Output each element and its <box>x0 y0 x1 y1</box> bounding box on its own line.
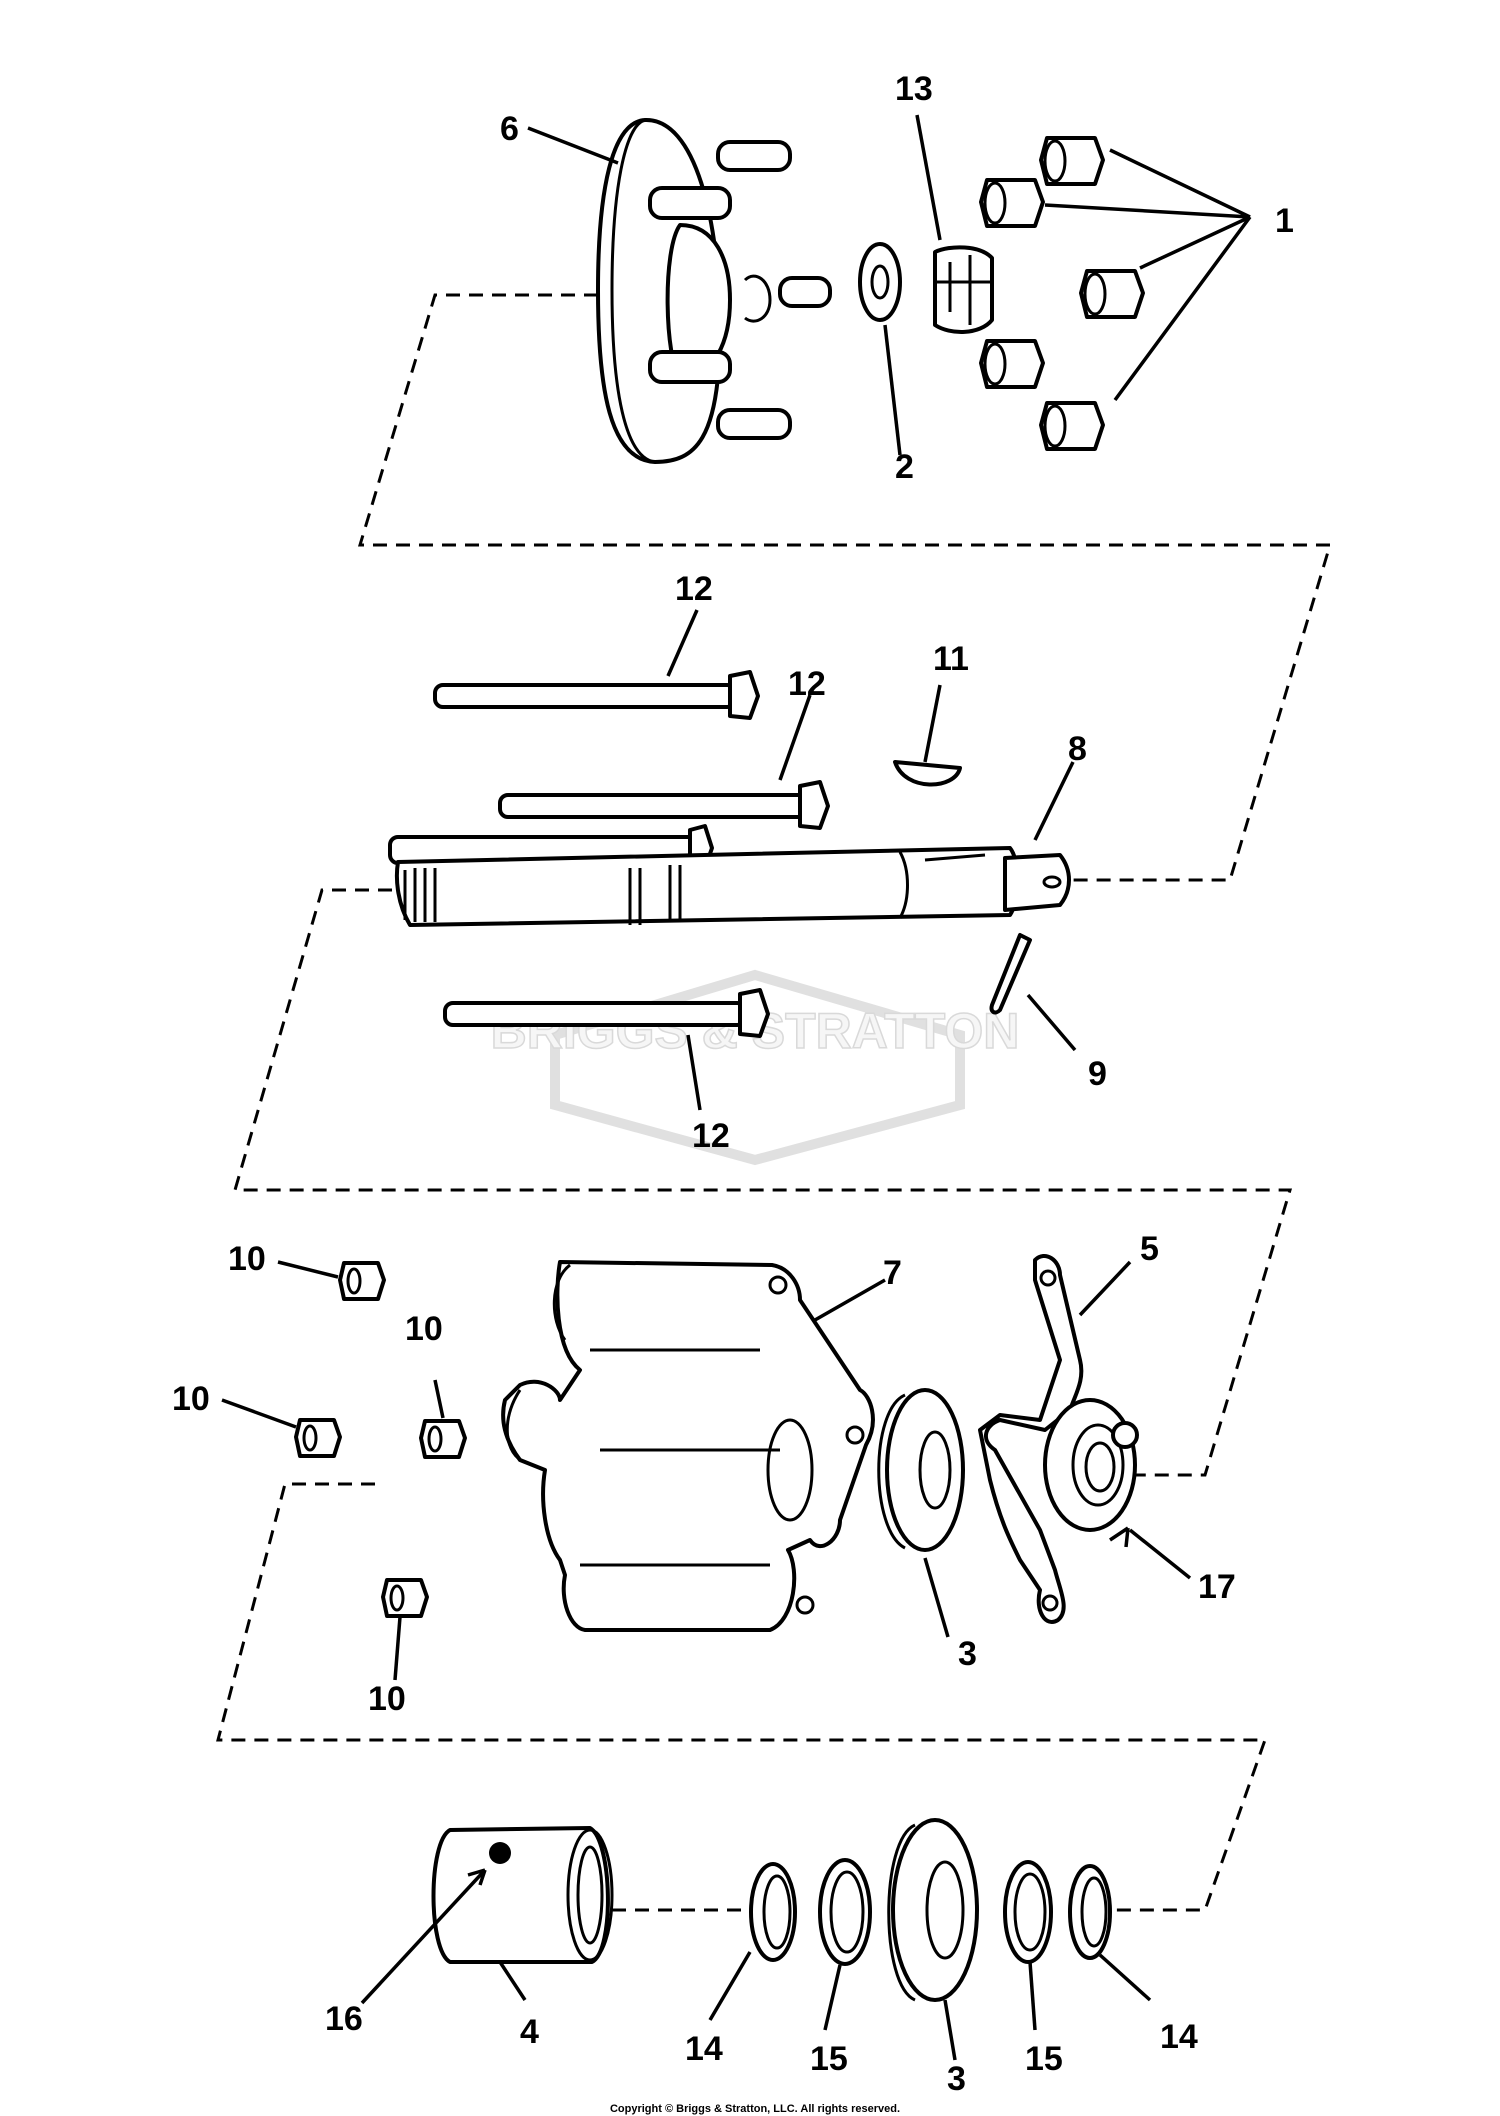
callout-10-b: 10 <box>405 1310 443 1348</box>
castle-nut-part <box>933 245 994 334</box>
cotter-pin-part <box>989 933 1032 1015</box>
callout-10-c: 10 <box>172 1380 210 1418</box>
bearing-part <box>877 1388 965 1552</box>
shaft-part <box>388 824 1071 927</box>
assembly-lines <box>216 293 1333 1912</box>
callout-14-a: 14 <box>685 2030 723 2068</box>
callout-10-d: 10 <box>368 1680 406 1718</box>
axle-housing-part <box>501 1260 875 1632</box>
callout-11: 11 <box>933 640 969 678</box>
flange-bracket-part <box>978 1254 1084 1624</box>
callout-15-a: 15 <box>810 2040 848 2078</box>
sleeve-part <box>431 1826 614 1964</box>
callout-1: 1 <box>1275 202 1294 240</box>
callout-16: 16 <box>325 2000 363 2038</box>
callout-13: 13 <box>895 70 933 108</box>
hub-part <box>596 117 832 464</box>
bolts-part <box>433 670 830 1038</box>
callout-2: 2 <box>895 448 914 486</box>
callout-12-c: 12 <box>692 1117 730 1155</box>
callout-8: 8 <box>1068 730 1087 768</box>
callout-labels: 1 2 3 3 4 5 6 7 8 9 10 10 10 10 11 12 12… <box>172 70 1294 2098</box>
callout-12-a: 12 <box>675 570 713 608</box>
callout-9: 9 <box>1088 1055 1107 1093</box>
callout-10-a: 10 <box>228 1240 266 1278</box>
callout-6: 6 <box>500 110 519 148</box>
callout-14-b: 14 <box>1160 2018 1198 2056</box>
woodruff-key-part <box>893 760 962 787</box>
callout-15-b: 15 <box>1025 2040 1063 2078</box>
flange-bearing-part <box>1043 1398 1139 1532</box>
copyright-notice: Copyright © Briggs & Stratton, LLC. All … <box>610 2103 900 2115</box>
callout-17: 17 <box>1198 1568 1236 1606</box>
callout-12-b: 12 <box>788 665 826 703</box>
callout-3-upper: 3 <box>958 1635 977 1673</box>
spacer-right-part <box>1003 1860 1053 1964</box>
washer-part <box>858 242 902 322</box>
callout-4: 4 <box>520 2013 539 2051</box>
callout-7: 7 <box>883 1254 902 1292</box>
bearing-lower-part <box>887 1818 979 2002</box>
callout-5: 5 <box>1140 1230 1159 1268</box>
lug-nuts-part <box>979 136 1145 451</box>
spacer-left-part <box>818 1858 872 1966</box>
leader-lines <box>221 114 1252 2061</box>
retaining-ring-left-part <box>749 1862 797 1962</box>
hex-nuts-part <box>294 1261 467 1618</box>
retaining-ring-right-part <box>1068 1864 1112 1960</box>
callout-3-lower: 3 <box>947 2060 966 2098</box>
